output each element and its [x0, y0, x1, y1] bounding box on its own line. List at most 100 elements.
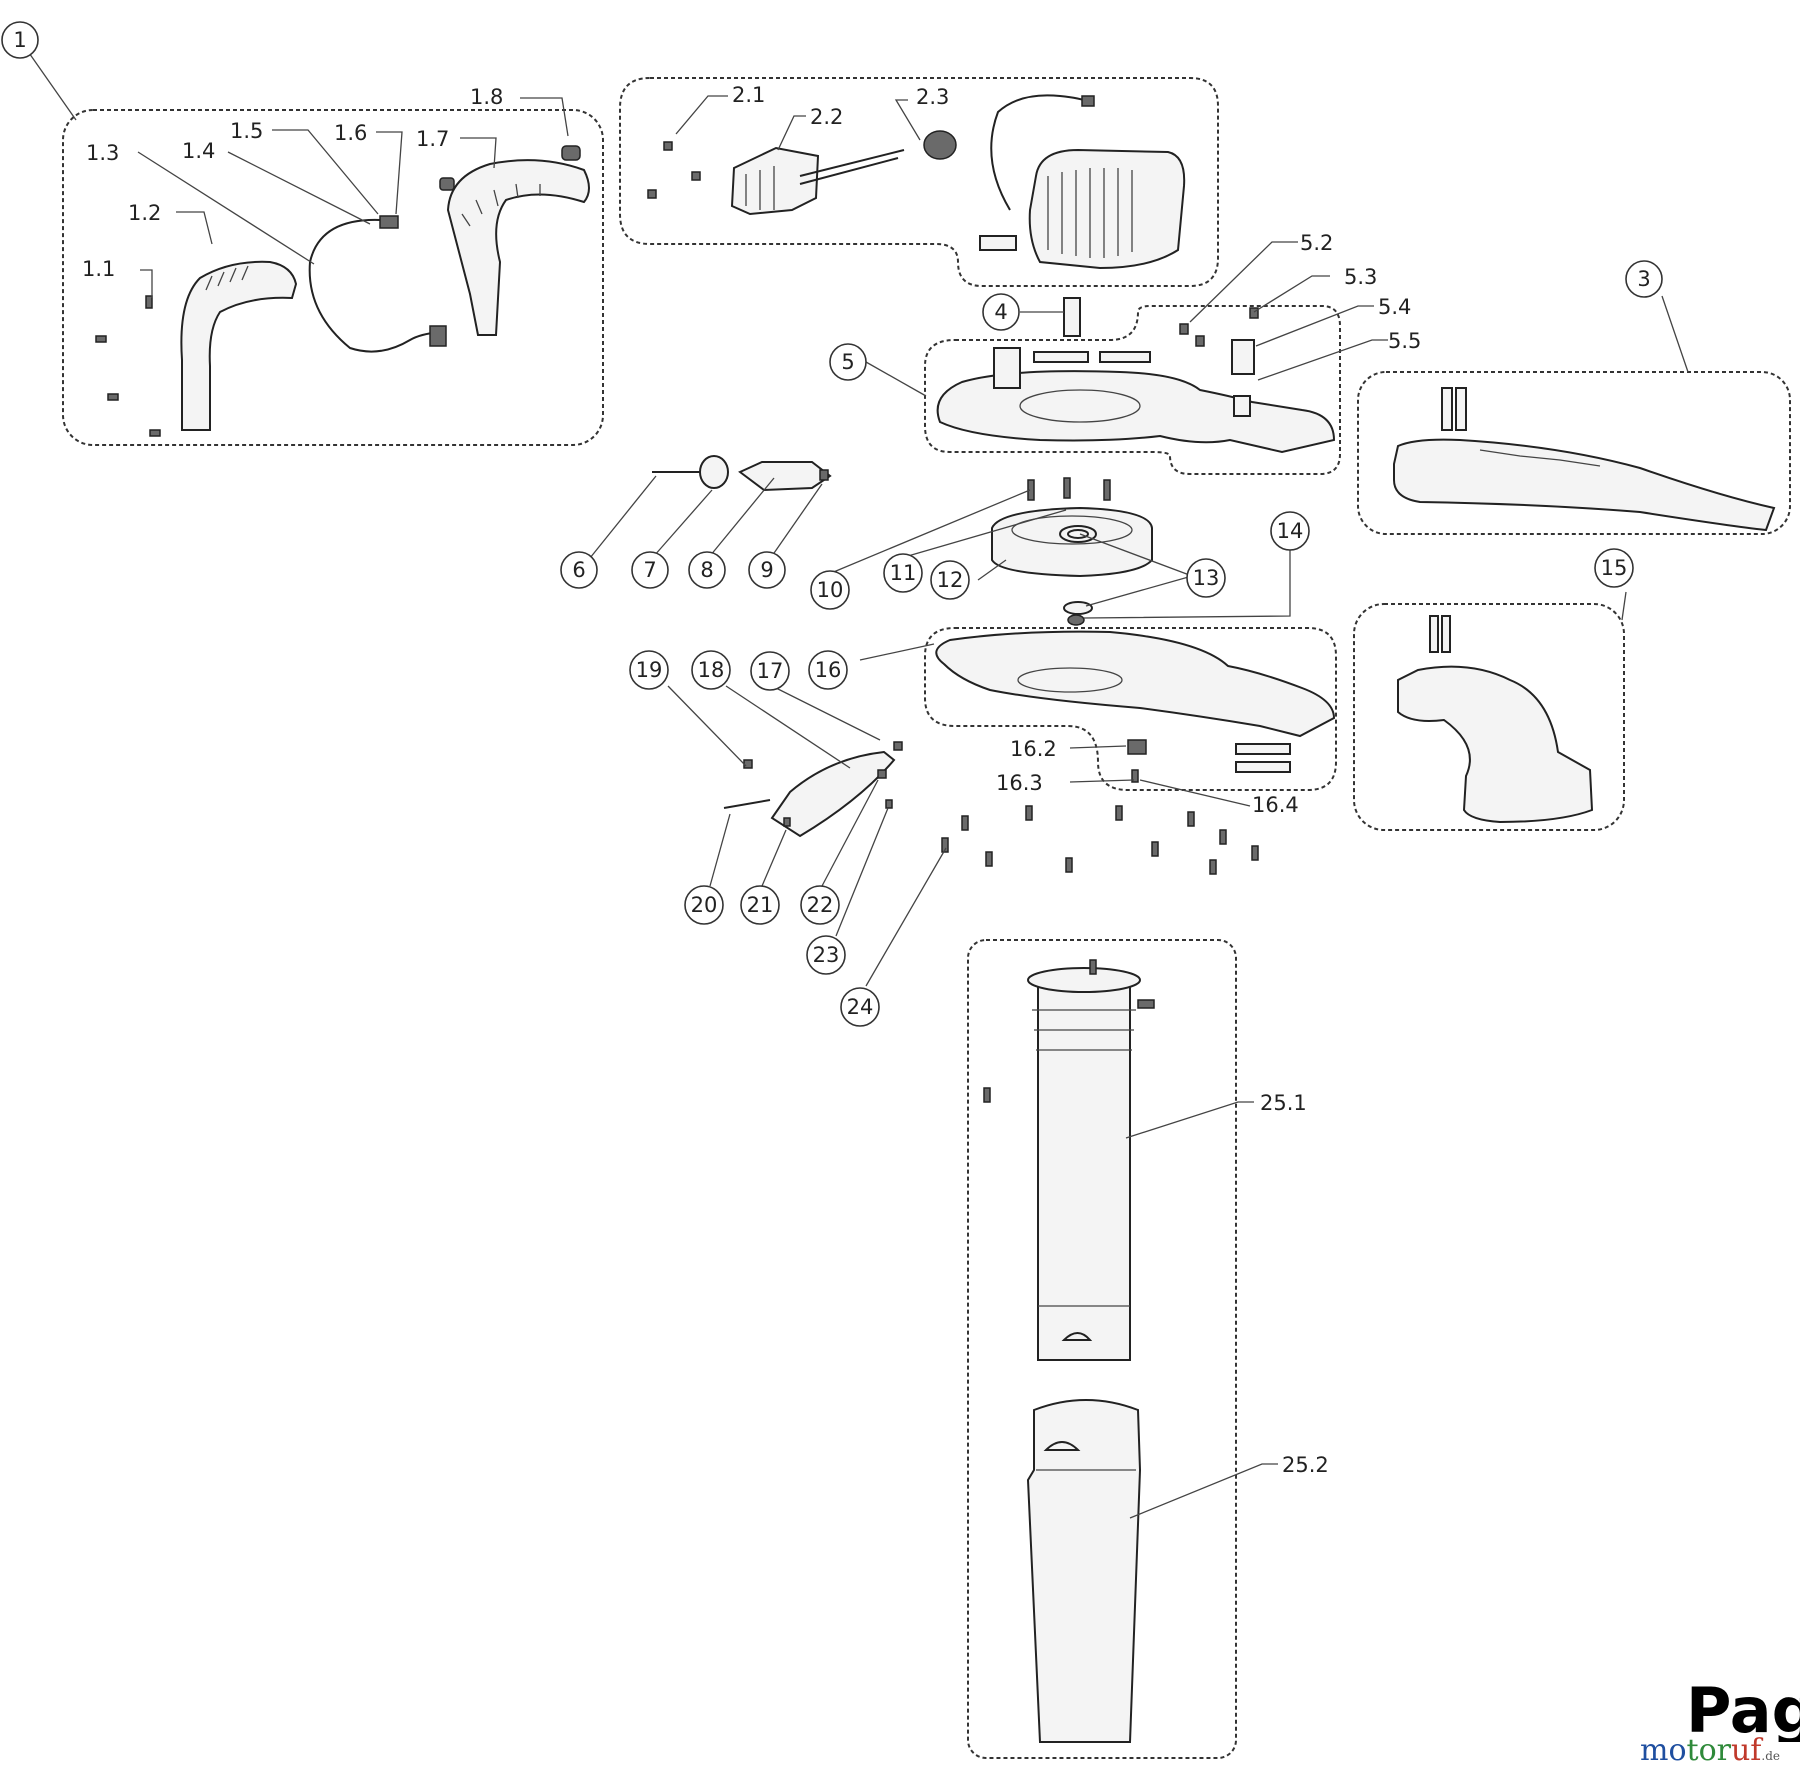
elbow-nozzle: [1397, 615, 1594, 824]
svg-text:9: 9: [760, 558, 773, 582]
callout-1-1: 1.1: [82, 257, 115, 281]
watermark-part-3: uf: [1730, 1733, 1762, 1768]
switch-parts: [652, 455, 832, 492]
callout-17: 17: [750, 651, 790, 691]
group-box-3: [1357, 371, 1791, 535]
callout-11: 11: [883, 553, 923, 593]
group-box-25: [967, 939, 1237, 1759]
motor-screws: [647, 141, 701, 199]
leader-lines: [19, 39, 1689, 1519]
callout-1-5: 1.5: [230, 119, 263, 143]
callout-22: 22: [800, 885, 840, 925]
svg-text:12: 12: [937, 568, 964, 592]
callout-23: 23: [806, 935, 846, 975]
callout-5-2: 5.2: [1300, 231, 1333, 255]
callout-5-5: 5.5: [1388, 329, 1421, 353]
callout-16-2: 16.2: [1010, 737, 1057, 761]
svg-text:22: 22: [807, 893, 834, 917]
fan-screws: [1027, 477, 1111, 501]
svg-text:8: 8: [700, 558, 713, 582]
svg-text:24: 24: [847, 995, 874, 1019]
fan-impeller: [991, 506, 1153, 578]
handle-lower-shell: [180, 260, 298, 431]
callout-16-4: 16.4: [1252, 793, 1299, 817]
callout-6: 6: [560, 551, 598, 589]
group-box-1: [62, 109, 604, 446]
svg-text:10: 10: [817, 578, 844, 602]
callout-25-2: 25.2: [1282, 1453, 1329, 1477]
upper-housing-screws: [1179, 307, 1259, 347]
lower-housing-parts: [1127, 739, 1291, 783]
svg-text:13: 13: [1193, 566, 1220, 590]
callout-1: 1: [1, 21, 39, 59]
callout-2-3: 2.3: [916, 85, 949, 109]
watermark-tld: .de: [1761, 1749, 1781, 1763]
svg-text:15: 15: [1601, 556, 1628, 580]
upper-housing-labels: [1033, 351, 1151, 363]
callout-2-2: 2.2: [810, 105, 843, 129]
callout-1-6: 1.6: [334, 121, 367, 145]
callout-1-8: 1.8: [470, 85, 503, 109]
callout-5-4: 5.4: [1378, 295, 1411, 319]
callout-21: 21: [740, 885, 780, 925]
callout-15: 15: [1594, 548, 1634, 588]
svg-text:7: 7: [643, 558, 656, 582]
latch-parts: [723, 741, 903, 838]
group-box-16: [924, 627, 1337, 791]
svg-text:16: 16: [815, 658, 842, 682]
housing-screws: [941, 805, 1259, 875]
callout-5: 5: [829, 343, 867, 381]
svg-text:4: 4: [994, 300, 1007, 324]
callout-1-7: 1.7: [416, 127, 449, 151]
callout-12: 12: [930, 560, 970, 600]
svg-text:19: 19: [636, 658, 663, 682]
vacuum-tube-upper: [983, 959, 1155, 1361]
shaft-part: [1063, 297, 1081, 337]
callout-1-3: 1.3: [86, 141, 119, 165]
svg-text:23: 23: [813, 943, 840, 967]
callout-19: 19: [629, 650, 669, 690]
watermark-logo: motoruf.de: [1640, 1736, 1780, 1766]
svg-text:1: 1: [13, 28, 26, 52]
lower-housing: [935, 630, 1336, 738]
handle-screws-left: [95, 295, 161, 437]
motor-bracket: [730, 146, 820, 216]
callout-18: 18: [691, 650, 731, 690]
callout-1-4: 1.4: [182, 139, 215, 163]
upper-housing: [936, 339, 1336, 454]
callout-8: 8: [688, 551, 726, 589]
svg-text:5: 5: [841, 350, 854, 374]
callout-13: 13: [1186, 558, 1226, 598]
group-box-5: [924, 305, 1341, 475]
callout-5-3: 5.3: [1344, 265, 1377, 289]
svg-text:3: 3: [1637, 267, 1650, 291]
watermark-part-1: mo: [1640, 1733, 1687, 1768]
watermark-part-2: tor: [1686, 1733, 1731, 1768]
group-box-15: [1353, 603, 1625, 831]
callout-7: 7: [631, 551, 669, 589]
blow-tube: [1393, 387, 1776, 532]
vacuum-tube-lower: [1026, 1399, 1142, 1743]
callout-10: 10: [810, 570, 850, 610]
motor-capacitor: [799, 130, 957, 185]
callout-14: 14: [1270, 511, 1310, 551]
callout-9: 9: [748, 551, 786, 589]
motor-assembly: [979, 94, 1186, 270]
callout-25-1: 25.1: [1260, 1091, 1307, 1115]
callout-4: 4: [982, 293, 1020, 331]
callout-1-2: 1.2: [128, 201, 161, 225]
svg-text:14: 14: [1277, 519, 1304, 543]
page-label: Pag: [1686, 1680, 1800, 1742]
svg-text:6: 6: [572, 558, 585, 582]
svg-text:17: 17: [757, 659, 784, 683]
callout-24: 24: [840, 987, 880, 1027]
handle-wiring-harness: [308, 215, 447, 353]
callout-16-3: 16.3: [996, 771, 1043, 795]
callout-20: 20: [684, 885, 724, 925]
svg-text:21: 21: [747, 893, 774, 917]
callout-16: 16: [808, 650, 848, 690]
svg-text:11: 11: [890, 561, 917, 585]
svg-text:20: 20: [691, 893, 718, 917]
callout-2-1: 2.1: [732, 83, 765, 107]
